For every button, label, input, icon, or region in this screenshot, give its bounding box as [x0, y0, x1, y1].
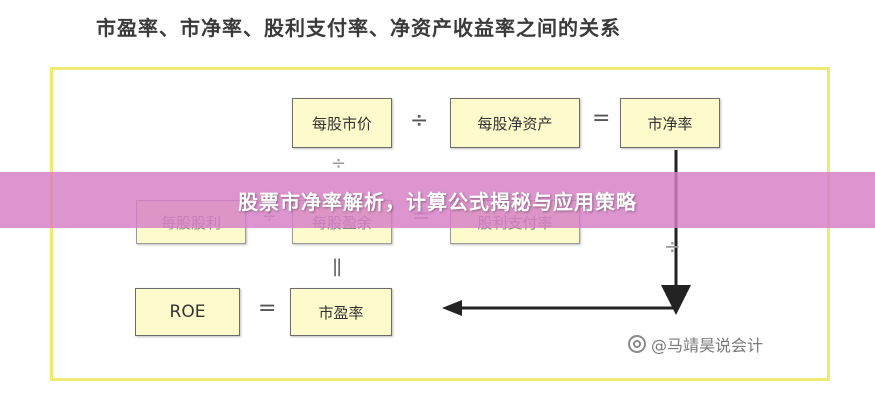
divide-operator-right: ÷	[664, 234, 681, 258]
weibo-logo-icon	[628, 335, 646, 353]
box-net-assets-per-share: 每股净资产	[450, 98, 580, 148]
parallel-operator: ||	[332, 256, 342, 277]
divide-operator-vertical: ÷	[331, 153, 347, 174]
watermark: @马靖昊说会计	[628, 332, 763, 356]
watermark-text: @马靖昊说会计	[651, 336, 764, 355]
box-roe: ROE	[135, 288, 240, 336]
box-pe-ratio: 市盈率	[290, 288, 392, 336]
horizontal-arrowhead	[442, 300, 462, 316]
title-banner: 股票市净率解析，计算公式揭秘与应用策略	[0, 172, 875, 228]
diagram-title: 市盈率、市净率、股利支付率、净资产收益率之间的关系	[96, 16, 621, 40]
box-price-per-share: 每股市价	[292, 98, 392, 148]
equals-operator-bottom: =	[258, 296, 277, 321]
equals-operator-top: =	[592, 106, 611, 131]
box-pb-ratio: 市净率	[620, 98, 720, 148]
banner-text: 股票市净率解析，计算公式揭秘与应用策略	[238, 189, 637, 214]
divide-operator-top: ÷	[410, 108, 429, 133]
